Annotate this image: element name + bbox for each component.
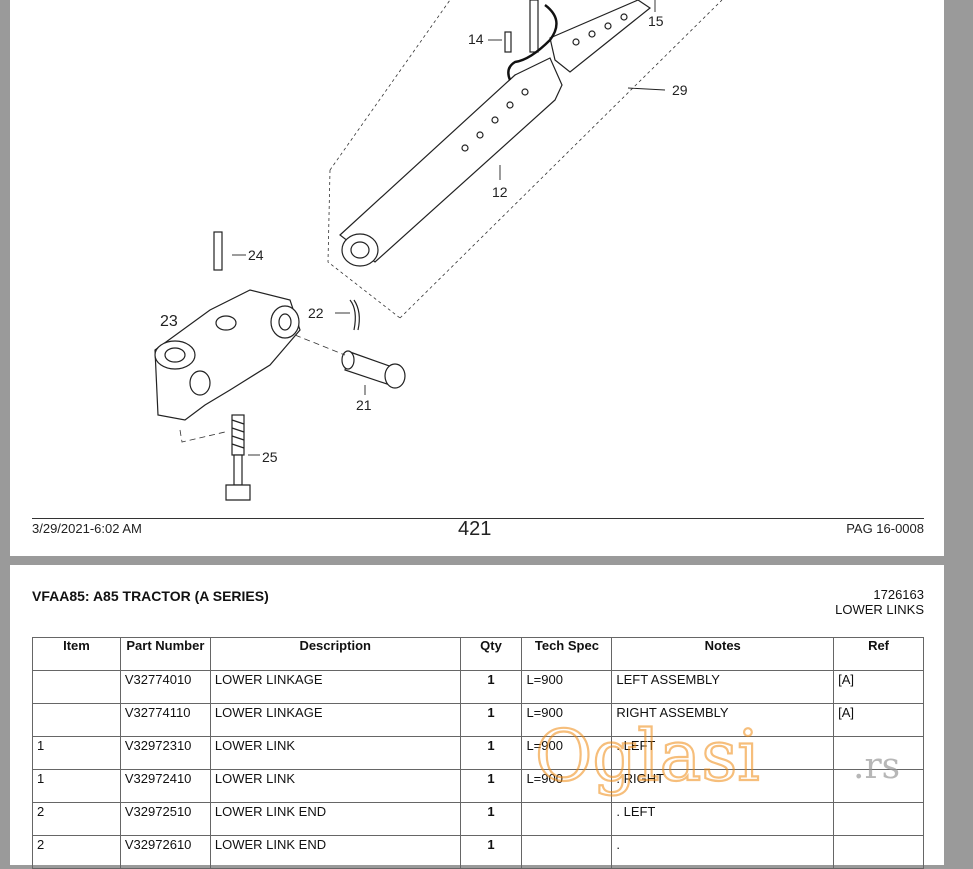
cell-description: LOWER LINK END [209, 835, 461, 869]
cell-qty: 1 [459, 769, 523, 803]
pin-14 [504, 0, 539, 53]
cell-qty: 1 [459, 835, 523, 869]
header-description: Description [209, 637, 461, 671]
model-title: VFAA85: A85 TRACTOR (A SERIES) [32, 588, 269, 604]
assembly-boundary [327, 0, 723, 319]
callout-29: 29 [672, 82, 688, 98]
cell-item [32, 703, 121, 737]
table-row: 2 V32972610 LOWER LINK END 1 . [32, 835, 924, 869]
header-tech-spec: Tech Spec [521, 637, 613, 671]
cell-part-number: V32972610 [119, 835, 211, 869]
cell-ref [833, 769, 924, 803]
cell-description: LOWER LINKAGE [209, 703, 461, 737]
catalog-page-code: PAG 16-0008 [846, 521, 924, 536]
cell-notes: LEFT ASSEMBLY [611, 670, 835, 704]
page-number: 421 [458, 518, 492, 540]
table-row: 2 V32972510 LOWER LINK END 1 . LEFT [32, 802, 924, 836]
cell-qty: 1 [459, 736, 523, 770]
extension-bar [549, 0, 652, 73]
group-code: 1726163 [873, 587, 924, 602]
catalog-page-diagram: 14 15 29 12 24 23 22 21 25 3/29/2021-6:0… [10, 0, 944, 556]
header-ref: Ref [833, 637, 924, 671]
cell-tech-spec [521, 835, 613, 869]
cell-description: LOWER LINK [209, 736, 461, 770]
cell-qty: 1 [459, 802, 523, 836]
print-date: 3/29/2021-6:02 AM [32, 521, 142, 536]
watermark-suffix: .rs [853, 746, 900, 787]
site-watermark: Oglasi .rs [535, 714, 900, 798]
callout-14: 14 [468, 31, 484, 47]
cell-tech-spec: L=900 [521, 736, 613, 770]
cell-description: LOWER LINKAGE [209, 670, 461, 704]
cell-description: LOWER LINK [209, 769, 461, 803]
cell-part-number: V32972410 [119, 769, 211, 803]
group-header: 1726163 LOWER LINKS [835, 587, 924, 617]
cell-part-number: V32774110 [119, 703, 211, 737]
header-qty: Qty [459, 637, 523, 671]
cell-item: 2 [32, 835, 121, 869]
cell-ref [833, 835, 924, 869]
header-part-number: Part Number [119, 637, 211, 671]
callout-21: 21 [356, 397, 372, 413]
pin-21 [341, 350, 406, 389]
table-row: V32774010 LOWER LINKAGE 1 L=900 LEFT ASS… [32, 670, 924, 704]
footer-rule [32, 518, 924, 519]
callout-24: 24 [248, 247, 264, 263]
cell-part-number: V32972510 [119, 802, 211, 836]
table-header-row: Item Part Number Description Qty Tech Sp… [32, 637, 924, 671]
cell-part-number: V32972310 [119, 736, 211, 770]
callout-15: 15 [648, 13, 664, 29]
cell-description: LOWER LINK END [209, 802, 461, 836]
cell-tech-spec: L=900 [521, 670, 613, 704]
table-row: 1 V32972310 LOWER LINK 1 L=900 . LEFT [32, 736, 924, 770]
callout-12: 12 [492, 184, 508, 200]
lower-link-arm [339, 57, 563, 267]
table-row: V32774110 LOWER LINKAGE 1 L=900 RIGHT AS… [32, 703, 924, 737]
group-name: LOWER LINKS [835, 602, 924, 617]
lower-link-end-23 [154, 289, 301, 421]
cell-notes: . LEFT [611, 736, 835, 770]
split-pin-22 [349, 299, 360, 331]
cell-item: 1 [32, 736, 121, 770]
bolt-25 [225, 414, 251, 501]
cell-item: 2 [32, 802, 121, 836]
exploded-parts-diagram: 14 15 29 12 24 23 22 21 25 [154, 0, 723, 501]
header-item: Item [32, 637, 121, 671]
cell-item [32, 670, 121, 704]
cell-notes: . [611, 835, 835, 869]
callout-23: 23 [160, 313, 178, 330]
header-notes: Notes [611, 637, 835, 671]
callout-22: 22 [308, 305, 324, 321]
watermark-brand: Oglasi [535, 715, 760, 797]
table-row: 1 V32972410 LOWER LINK 1 L=900 . RIGHT [32, 769, 924, 803]
roll-pin-24 [213, 231, 223, 271]
cell-item: 1 [32, 769, 121, 803]
callout-25: 25 [262, 449, 278, 465]
cell-qty: 1 [459, 670, 523, 704]
cell-ref: [A] [833, 670, 924, 704]
cell-tech-spec: L=900 [521, 769, 613, 803]
cell-tech-spec: L=900 [521, 703, 613, 737]
chain [507, 4, 558, 81]
cell-qty: 1 [459, 703, 523, 737]
cell-part-number: V32774010 [119, 670, 211, 704]
